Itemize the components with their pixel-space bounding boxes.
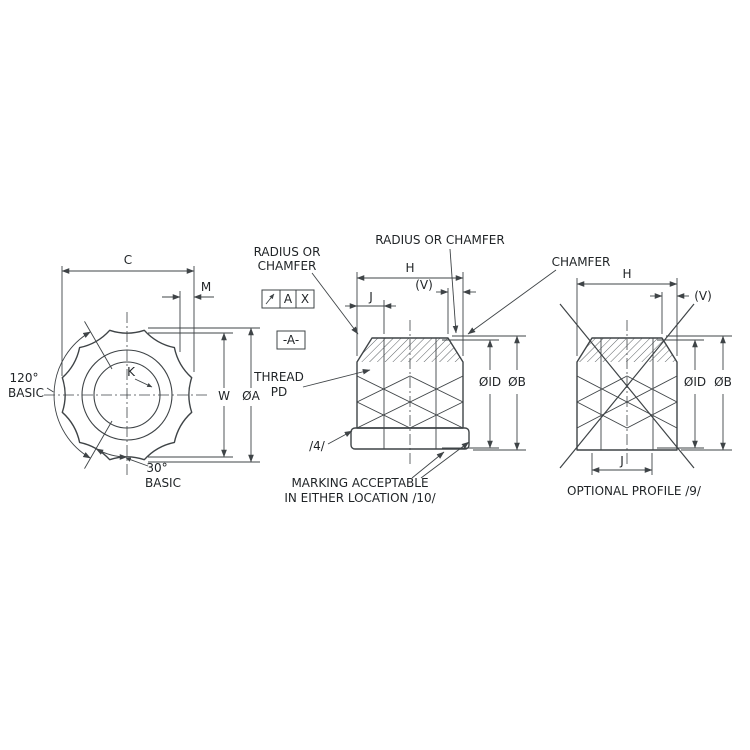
dia-b-label: ØB: [714, 375, 732, 389]
optional-body-outline: [576, 337, 678, 451]
dia-b-label: ØB: [508, 375, 526, 389]
dim-k-leader: [134, 378, 153, 388]
dim-label-j: J: [619, 454, 624, 468]
dim-label-dia-a: ØA: [242, 389, 260, 403]
flag-note-4-leader: [327, 430, 353, 445]
fcf-value-cell: [295, 289, 315, 309]
knurl-chevron: [356, 401, 464, 429]
dim-label-j: J: [368, 290, 373, 304]
runout-arrow-icon: [265, 293, 275, 305]
angle120-leader: [46, 387, 54, 393]
dim-label-m: M: [201, 280, 211, 294]
twelve-point-profile: [61, 329, 193, 461]
dia-id-label: ØID: [684, 375, 706, 389]
dia-id-label: ØID: [479, 375, 501, 389]
flag-note-4: /4/: [309, 439, 326, 453]
dim-label-k: K: [127, 365, 136, 379]
marking-note-line1: MARKING ACCEPTABLE: [291, 476, 428, 490]
front-view: C M K W ØA 120° BASIC 30° BASIC: [8, 253, 261, 490]
angle120-label: 120°: [10, 371, 39, 385]
knurl-chevron: [356, 375, 464, 403]
radius-chamfer-left-line1: RADIUS OR: [254, 245, 321, 259]
optional-profile-view: H (V) ØID ØB J OPTIONAL PROFILE /9/: [559, 267, 732, 498]
datum-a-label: -A-: [283, 333, 299, 347]
angle30-label: 30°: [146, 461, 167, 475]
radius-chamfer-top-leader: [449, 248, 459, 334]
dim-label-v: (V): [694, 289, 712, 303]
section-view: H (V) J RADIUS OR CHAMFER RADIUS OR CHAM…: [253, 233, 610, 505]
radius-chamfer-top-label: RADIUS OR CHAMFER: [375, 233, 504, 247]
feature-control-frame: A X: [261, 289, 315, 309]
radius-chamfer-left-line2: CHAMFER: [258, 259, 317, 273]
datum-a-box: [276, 330, 306, 350]
optional-profile-caption: OPTIONAL PROFILE /9/: [567, 484, 702, 498]
fcf-datum-label: A: [284, 292, 293, 306]
angle120-line-lower: [84, 420, 113, 469]
radius-chamfer-left-leader: [311, 272, 359, 335]
thread-pd-line1: THREAD: [253, 370, 304, 384]
marking-leader-1: [411, 451, 445, 479]
dim-label-w: W: [218, 389, 230, 403]
angle120-line-upper: [84, 321, 113, 370]
marking-leader-2: [420, 441, 470, 479]
knurl-chevron: [576, 401, 678, 429]
dim-label-c: C: [124, 253, 132, 267]
angle30-leader: [125, 457, 149, 467]
knurl-chevron: [576, 375, 678, 403]
chamfer-label: CHAMFER: [552, 255, 611, 269]
dim-label-h: H: [622, 267, 631, 281]
angle120-basic-label: BASIC: [8, 386, 44, 400]
angle30-basic-label: BASIC: [145, 476, 181, 490]
cross-out-line-2: [559, 303, 695, 469]
thread-pd-line2: PD: [271, 385, 287, 399]
marking-note-line2: IN EITHER LOCATION /10/: [284, 491, 436, 505]
dim-label-h: H: [405, 261, 414, 275]
angle120-arc: [53, 331, 91, 459]
thread-pd-leader: [302, 369, 371, 388]
chamfer-leader: [467, 269, 557, 335]
fcf-value-label: X: [301, 292, 309, 306]
dim-label-v: (V): [415, 278, 433, 292]
angle30-arc: [95, 448, 128, 460]
